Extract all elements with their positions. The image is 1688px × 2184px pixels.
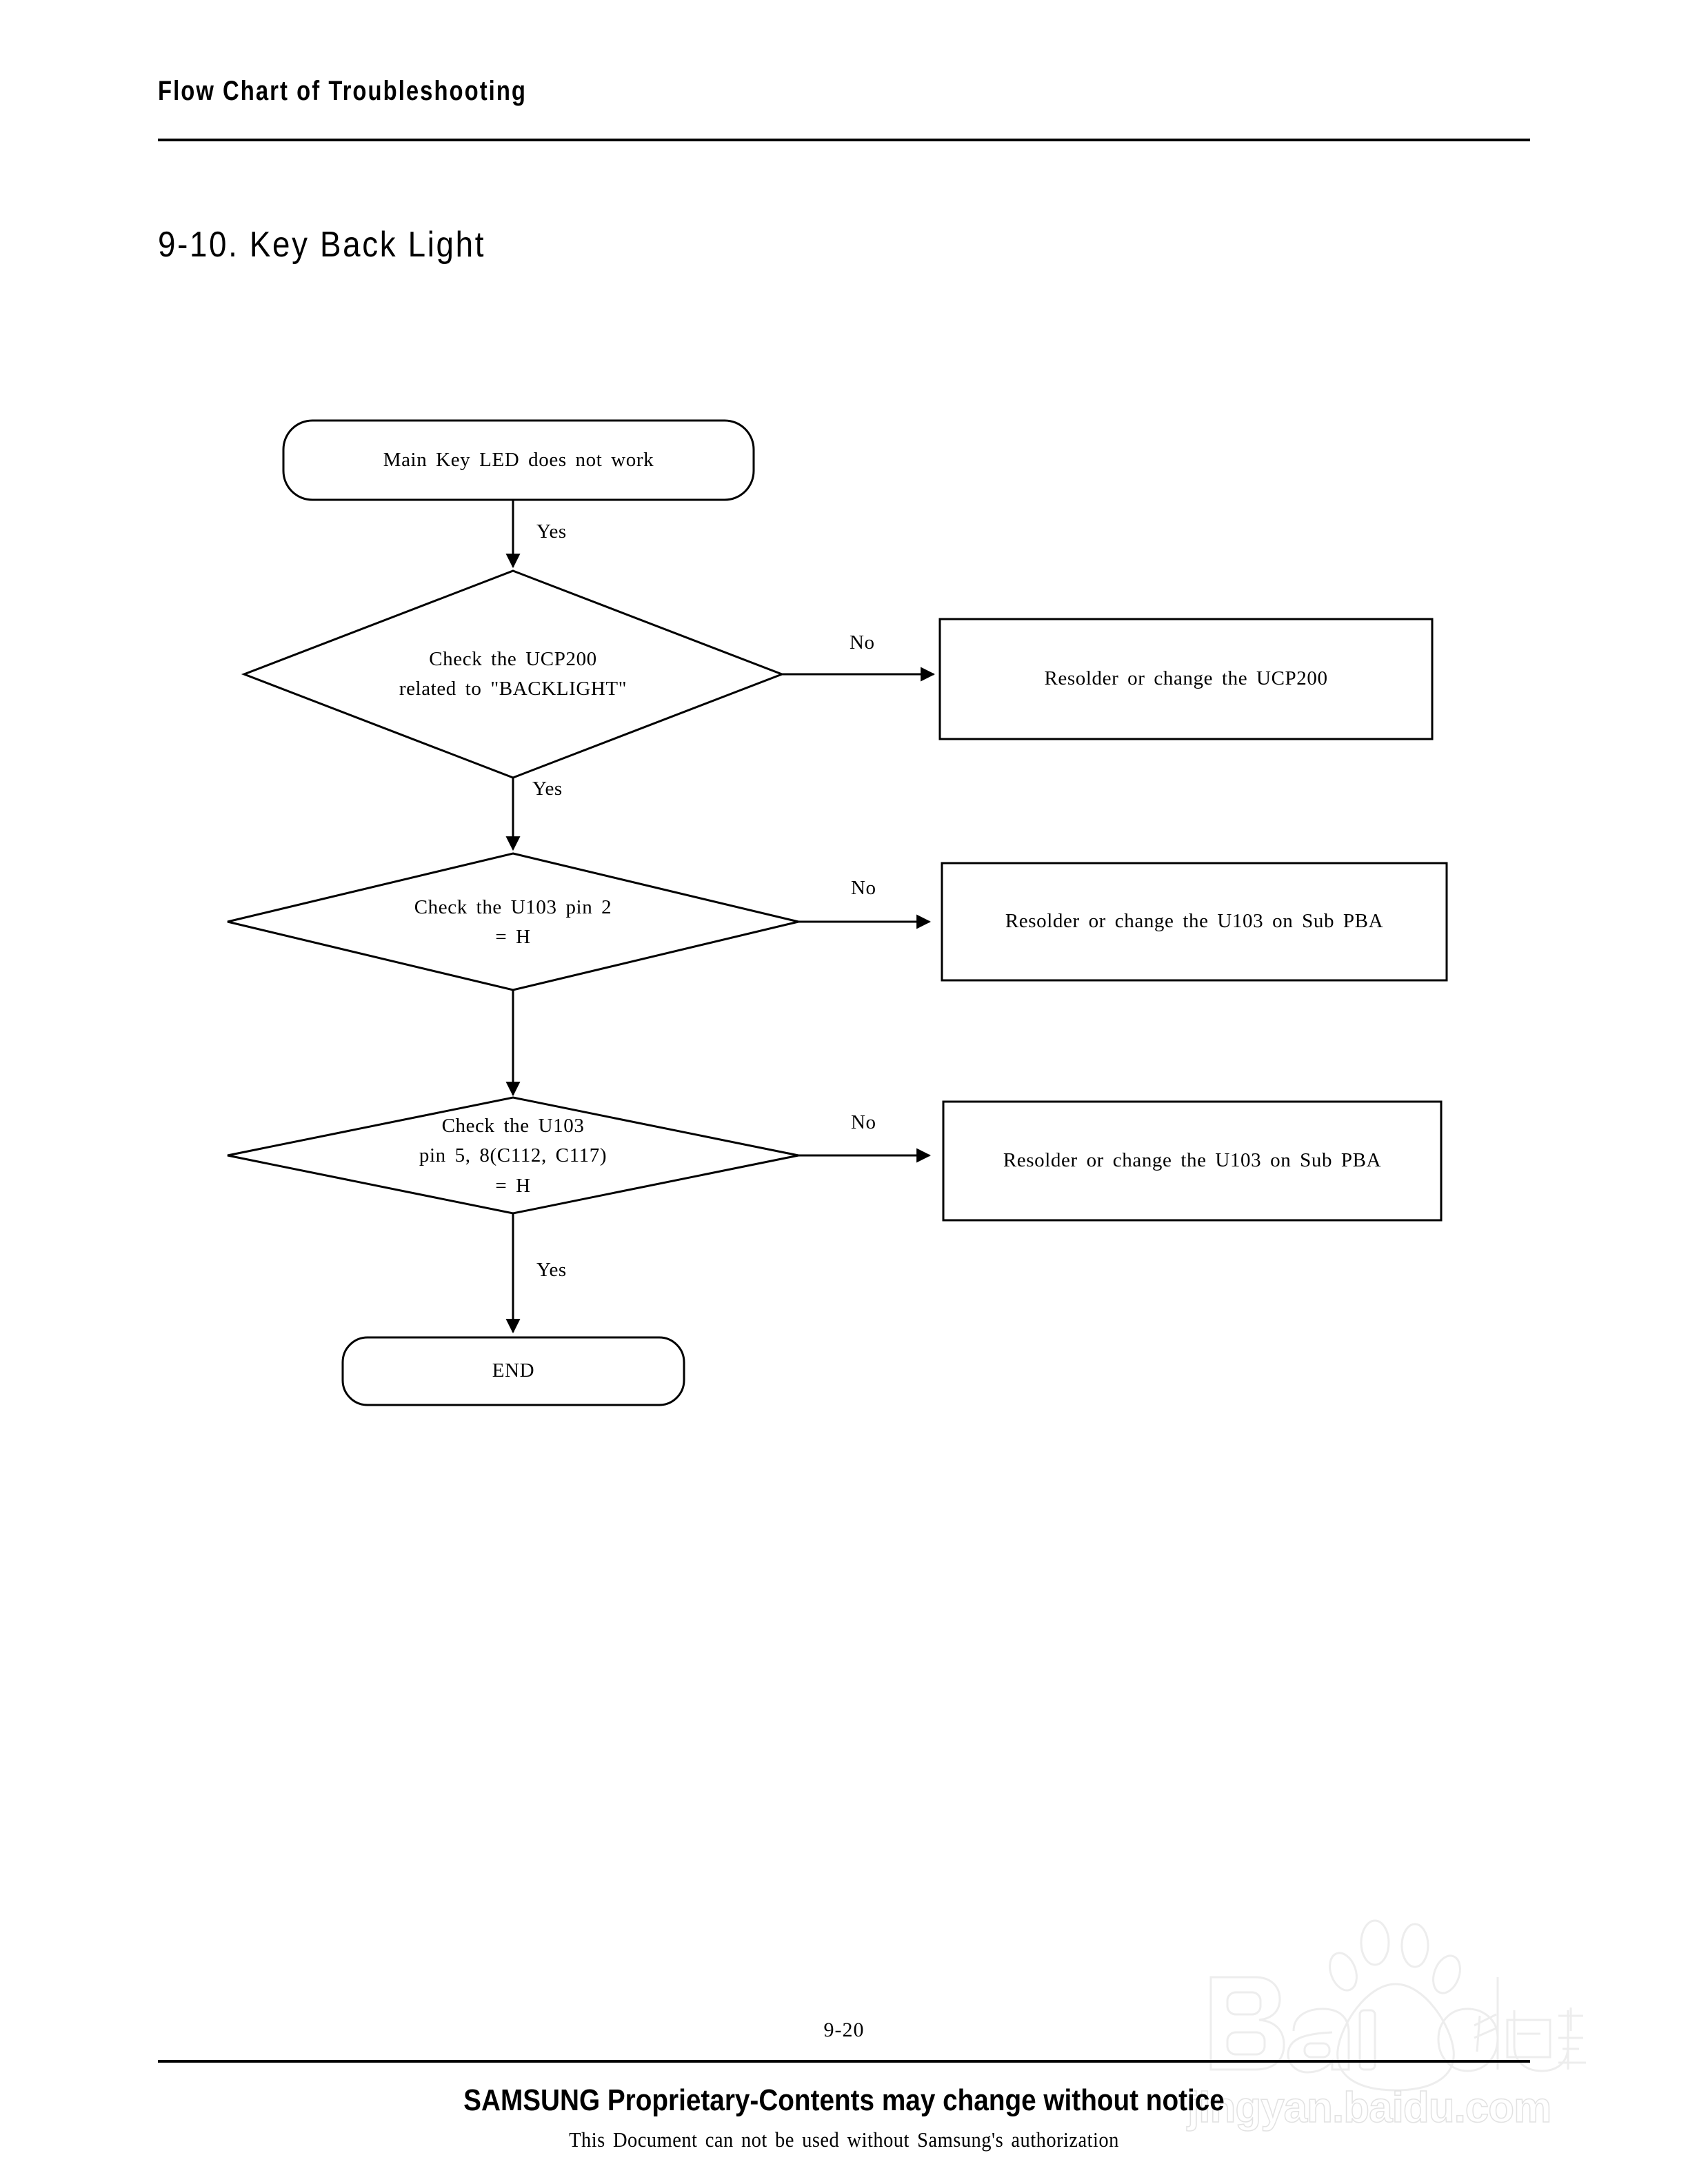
start-node-label: Main Key LED does not work: [383, 448, 654, 471]
footer-rule: [158, 2060, 1530, 2063]
edge-label-decision1-yes: Yes: [532, 778, 563, 800]
paw-pad-icon: [1329, 1952, 1358, 1992]
edge-label-decision3-no: No: [851, 1111, 876, 1133]
section-title: 9-10. Key Back Light: [158, 225, 486, 265]
action-1-label: Resolder or change the UCP200: [1044, 667, 1328, 690]
decision-1-label: Check the UCP200 related to "BACKLIGHT": [399, 647, 627, 700]
edge-label-decision3-yes: Yes: [536, 1259, 567, 1281]
footer-notice: SAMSUNG Proprietary-Contents may change …: [463, 2083, 1225, 2117]
action-2-label: Resolder or change the U103 on Sub PBA: [1005, 910, 1384, 933]
paw-pad-icon: [1432, 1954, 1461, 1994]
paw-pad-icon: [1360, 1919, 1390, 1966]
edge-label-start-yes: Yes: [536, 520, 567, 543]
decision-3-label: Check the U103 pin 5, 8(C112, C117) = H: [419, 1114, 607, 1197]
page-number: 9-20: [823, 2019, 865, 2041]
decision-2-label: Check the U103 pin 2 = H: [414, 896, 612, 949]
watermark-url: jingyan.baidu.com: [1187, 2083, 1552, 2132]
edge-label-decision2-no: No: [851, 877, 876, 899]
edge-label-decision1-no: No: [850, 631, 875, 654]
running-header-title: Flow Chart of Troubleshooting: [158, 76, 528, 106]
header-rule: [158, 139, 1530, 141]
paw-pad-icon: [1400, 1923, 1429, 1968]
action-3-label: Resolder or change the U103 on Sub PBA: [1003, 1149, 1382, 1172]
footer-disclaimer: This Document can not be used without Sa…: [569, 2127, 1119, 2152]
end-node-label: END: [492, 1359, 535, 1382]
